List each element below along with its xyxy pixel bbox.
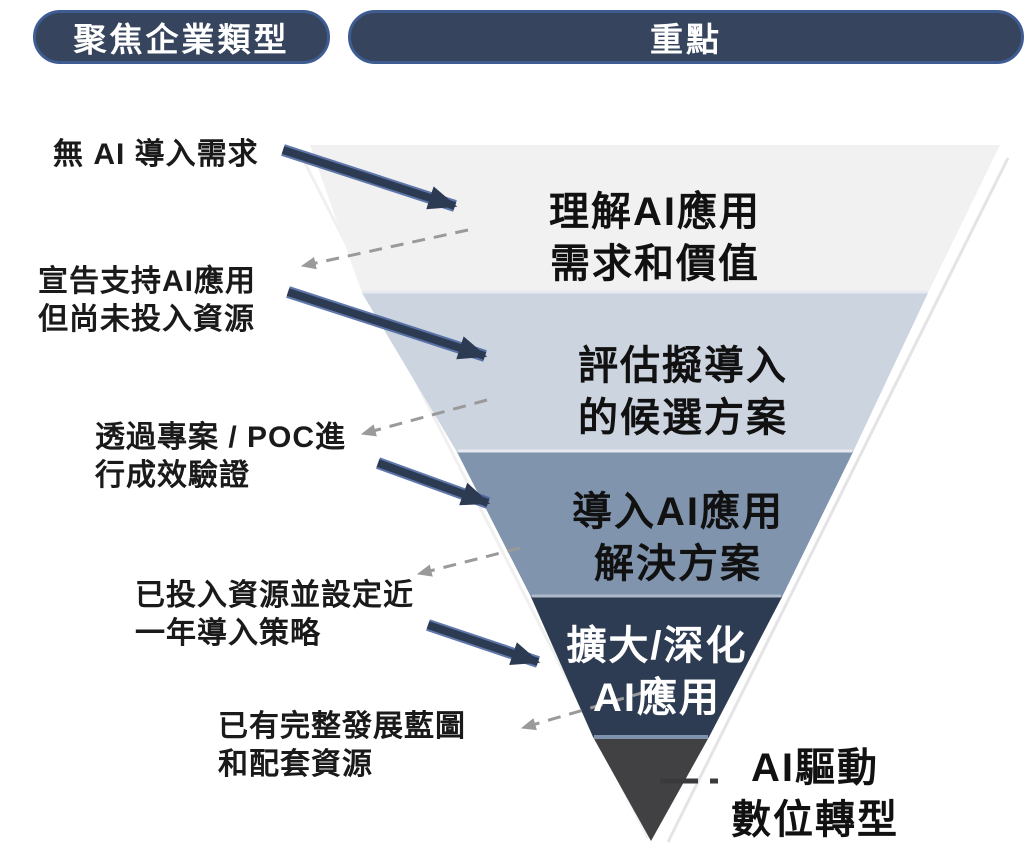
- funnel-level-2-shape: [362, 293, 928, 452]
- funnel-level-4-shape: [531, 597, 782, 737]
- label-line: 一年導入策略: [135, 617, 321, 650]
- label-line: 導入AI應用: [572, 490, 784, 534]
- key-point-label-2: 評估擬導入 的候選方案: [578, 340, 788, 444]
- label-line: 的候選方案: [578, 396, 788, 440]
- solid-arrow-3: [375, 457, 491, 509]
- key-points-pill: 重點: [348, 10, 1024, 64]
- funnel-level-5-shape: [593, 737, 709, 841]
- label-line: 和配套資源: [218, 748, 373, 781]
- key-point-label-1: 理解AI應用 需求和價值: [549, 186, 761, 290]
- solid-arrow-3-shaft: [376, 459, 491, 507]
- label-line: 數位轉型: [731, 798, 899, 842]
- label-line: 但尚未投入資源: [38, 303, 255, 336]
- focus-enterprise-type-pill: 聚焦企業類型: [33, 10, 330, 64]
- enterprise-type-label-1: 無 AI 導入需求: [53, 136, 259, 174]
- dashed-arrow-3: [416, 546, 521, 577]
- label-line: 理解AI應用: [549, 190, 761, 234]
- dashed-arrow-1: [300, 228, 469, 270]
- funnel-level-1-shape: [310, 145, 1000, 293]
- label-line: 宣告支持AI應用: [38, 265, 256, 298]
- label-line: 解決方案: [594, 542, 762, 586]
- label-line: 評估擬導入: [578, 344, 788, 388]
- enterprise-type-label-5: 已有完整發展藍圖 和配套資源: [218, 708, 466, 784]
- label-line: 無 AI 導入需求: [53, 138, 259, 171]
- label-line: 已投入資源並設定近: [135, 579, 414, 612]
- enterprise-type-label-2: 宣告支持AI應用 但尚未投入資源: [38, 263, 256, 339]
- key-point-label-5: AI驅動 數位轉型: [731, 742, 899, 846]
- key-point-label-4: 擴大/深化 AI應用: [566, 620, 747, 724]
- solid-arrow-4-shaft: [426, 621, 541, 666]
- label-line: AI驅動: [751, 746, 879, 790]
- solid-arrow-2: [286, 286, 488, 362]
- enterprise-type-label-4: 已投入資源並設定近 一年導入策略: [135, 577, 414, 653]
- solid-arrow-1: [281, 144, 458, 212]
- label-line: 需求和價值: [550, 242, 760, 286]
- solid-arrow-1-shaft: [281, 146, 458, 210]
- label-line: AI應用: [593, 676, 721, 720]
- funnel-right-edge-shadow: [666, 157, 1010, 843]
- key-point-label-3: 導入AI應用 解決方案: [572, 486, 784, 590]
- enterprise-type-label-3: 透過專案 / POC進 行成效驗證: [95, 419, 346, 495]
- label-line: 已有完整發展藍圖: [218, 710, 466, 743]
- label-line: 擴大/深化: [566, 624, 748, 668]
- label-line: 透過專案 / POC進: [95, 421, 347, 454]
- label-line: 行成效驗證: [95, 459, 250, 492]
- solid-arrow-2-shaft: [286, 288, 488, 360]
- solid-arrow-4: [426, 619, 541, 668]
- funnel-level-3-shape: [457, 452, 853, 597]
